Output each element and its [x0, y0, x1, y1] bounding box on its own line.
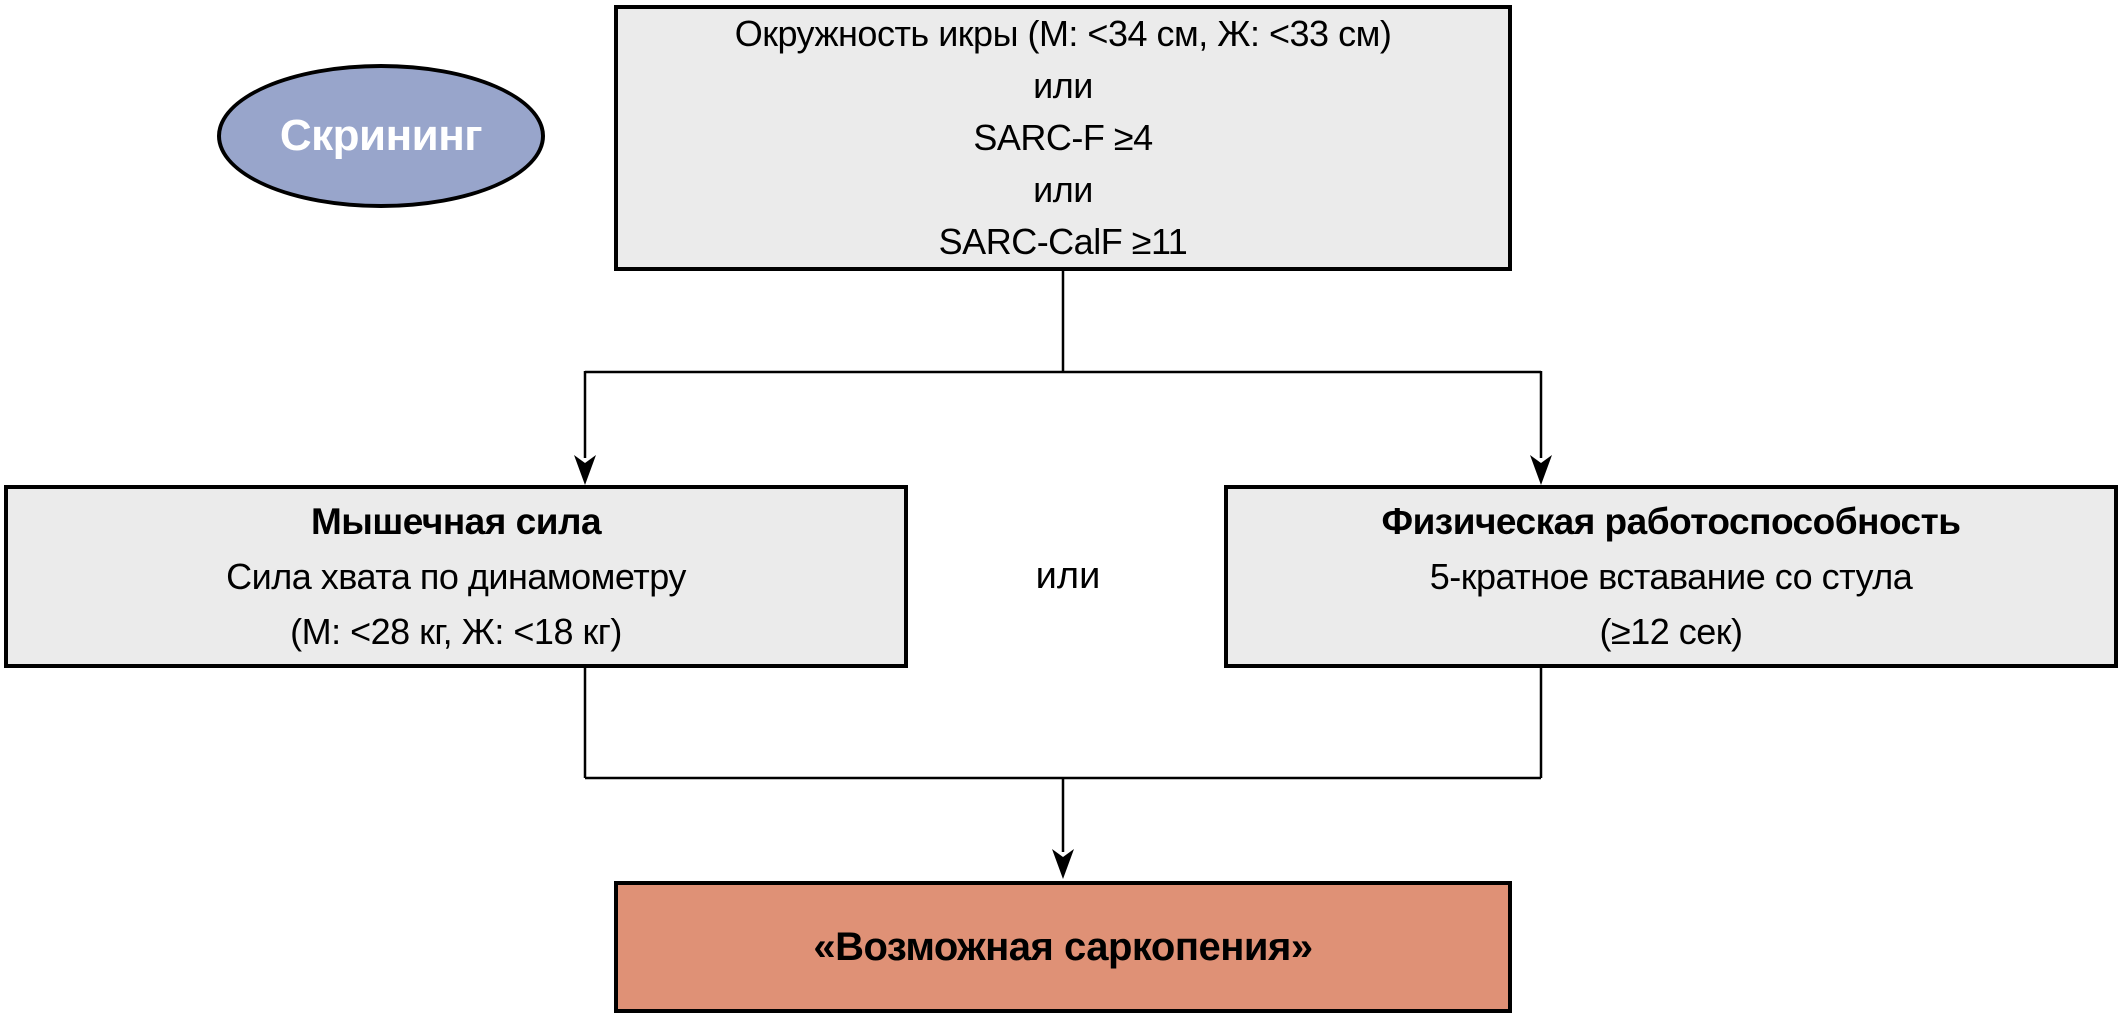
physical-performance-title: Физическая работоспособность	[1381, 501, 1961, 542]
muscle-strength-title: Мышечная сила	[310, 501, 602, 542]
muscle-strength-line: (М: <28 кг, Ж: <18 кг)	[290, 611, 622, 652]
criteria-line: Окружность икры (М: <34 см, Ж: <33 см)	[734, 13, 1392, 54]
criteria-line: или	[1033, 169, 1093, 210]
criteria-line: SARC-F ≥4	[973, 117, 1153, 158]
muscle-strength-line: Сила хвата по динамометру	[226, 556, 686, 597]
or-label: или	[908, 485, 1228, 668]
screening-label: Скрининг	[279, 111, 483, 160]
arrowhead-right	[1530, 455, 1552, 485]
criteria-line: или	[1033, 65, 1093, 106]
physical-performance-line: 5-кратное вставание со стула	[1429, 556, 1913, 597]
result-label: «Возможная саркопения»	[813, 924, 1313, 969]
arrowhead-result	[1052, 849, 1074, 879]
criteria-line: SARC-CalF ≥11	[938, 221, 1188, 262]
screening-ellipse: Скрининг	[217, 64, 545, 208]
arrowhead-left	[574, 455, 596, 485]
or-label-text: или	[1035, 555, 1101, 597]
result-box: «Возможная саркопения»	[614, 881, 1512, 1013]
physical-performance-box: Физическая работоспособность 5-кратное в…	[1224, 485, 2118, 668]
muscle-strength-box: Мышечная сила Сила хвата по динамометру …	[4, 485, 908, 668]
criteria-box: Окружность икры (М: <34 см, Ж: <33 см) и…	[614, 5, 1512, 271]
physical-performance-line: (≥12 сек)	[1599, 611, 1743, 652]
